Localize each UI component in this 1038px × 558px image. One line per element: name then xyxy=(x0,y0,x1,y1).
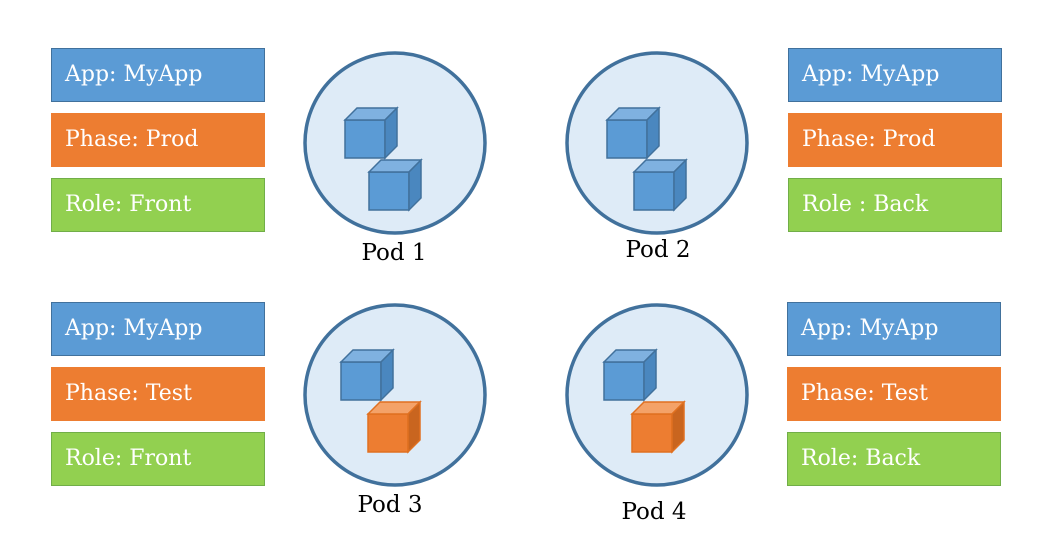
pod4-outline xyxy=(565,303,749,487)
pod3-circle xyxy=(303,303,487,487)
pod3-app-label: App: MyApp xyxy=(51,302,265,356)
pod2-container-cube-2 xyxy=(632,158,688,212)
pod1-role-label: Role: Front xyxy=(51,178,265,232)
pod1-phase-label: Phase: Prod xyxy=(51,113,265,167)
pod2-name: Pod 2 xyxy=(625,237,691,263)
pod3-container-cube-1 xyxy=(339,348,395,402)
pod4-container-cube-2 xyxy=(630,400,686,454)
pod4-name: Pod 4 xyxy=(621,499,687,525)
pod2-app-label: App: MyApp xyxy=(788,48,1002,102)
pod1-container-cube-2 xyxy=(367,158,423,212)
pod3-name: Pod 3 xyxy=(357,492,423,518)
pod4-container-cube-1 xyxy=(602,348,658,402)
pod1-app-label: App: MyApp xyxy=(51,48,265,102)
pod3-role-label: Role: Front xyxy=(51,432,265,486)
pod2-phase-label: Phase: Prod xyxy=(788,113,1002,167)
pod4-circle xyxy=(565,303,749,487)
pod1-container-cube-1 xyxy=(343,106,399,160)
pod2-circle xyxy=(565,51,749,235)
pod2-role-label: Role : Back xyxy=(788,178,1002,232)
pod3-container-cube-2 xyxy=(366,400,422,454)
pod3-outline xyxy=(303,303,487,487)
pod1-name: Pod 1 xyxy=(361,240,427,266)
pod1-circle xyxy=(303,51,487,235)
pod4-phase-label: Phase: Test xyxy=(787,367,1001,421)
pod2-container-cube-1 xyxy=(605,106,661,160)
pod4-app-label: App: MyApp xyxy=(787,302,1001,356)
pod4-role-label: Role: Back xyxy=(787,432,1001,486)
pod3-phase-label: Phase: Test xyxy=(51,367,265,421)
